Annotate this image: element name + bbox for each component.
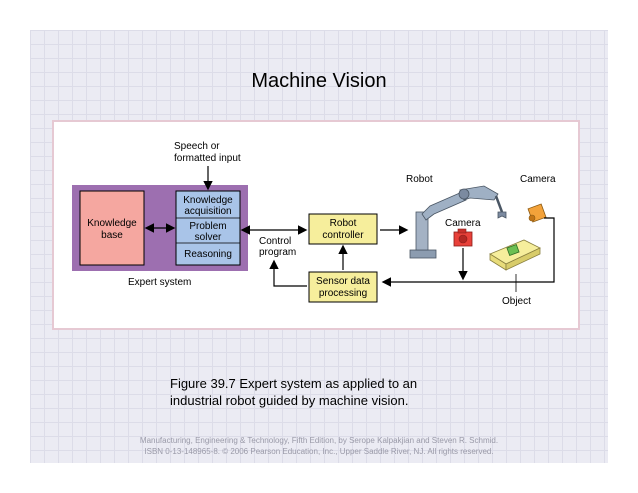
- robot-label: Robot: [406, 174, 433, 185]
- robot-controller-label-2: controller: [322, 230, 364, 241]
- solver-box: [175, 190, 241, 266]
- camera-mid-label: Camera: [445, 218, 481, 229]
- expert-system-label: Expert system: [128, 277, 191, 288]
- footer-line-1: Manufacturing, Engineering & Technology,…: [139, 436, 499, 445]
- control-program-label-1: Control: [259, 236, 291, 247]
- knowledge-base-box: [79, 190, 145, 266]
- sensor-feedback-arrow: [269, 259, 307, 287]
- sensor-data-box: [308, 271, 378, 303]
- slide-title: Machine Vision: [251, 70, 387, 92]
- problem-solver-label-2: solver: [195, 232, 222, 243]
- camera-top-label: Camera: [520, 174, 556, 185]
- speech-input-label-2: formatted input: [174, 153, 241, 164]
- camera-top-icon: [527, 203, 547, 223]
- footer-line-2: ISBN 0-13-148965-8. © 2006 Pearson Educa…: [144, 447, 494, 456]
- sensor-data-label-2: processing: [319, 288, 367, 299]
- object-icon: [489, 239, 541, 271]
- knowledge-base-label-1: Knowledge: [87, 218, 137, 229]
- reasoning-label: Reasoning: [184, 249, 232, 260]
- control-program-label-2: program: [259, 247, 296, 258]
- figure-caption: Figure 39.7 Expert system as applied to …: [170, 375, 470, 409]
- camera-top-feedback-arrow: [381, 217, 555, 287]
- knowledge-acquisition-label-2: acquisition: [184, 206, 231, 217]
- object-label: Object: [502, 296, 531, 307]
- robot-controller-label-1: Robot: [330, 218, 357, 229]
- speech-input-label-1: Speech or: [174, 141, 220, 152]
- problem-solver-label-1: Problem: [189, 221, 226, 232]
- sensor-data-label-1: Sensor data: [316, 276, 370, 287]
- knowledge-acquisition-label-1: Knowledge: [183, 195, 233, 206]
- caption-line-1: Figure 39.7 Expert system as applied to …: [170, 376, 418, 391]
- camera-mid-icon: [453, 228, 473, 247]
- robot-controller-box: [308, 213, 378, 245]
- robot-icon: [409, 185, 507, 259]
- expert-system-diagram: Knowledge base Knowledge acquisition Pro…: [72, 141, 556, 307]
- copyright-footer: Manufacturing, Engineering & Technology,…: [30, 435, 608, 457]
- knowledge-base-label-2: base: [101, 230, 123, 241]
- caption-line-2: industrial robot guided by machine visio…: [170, 393, 409, 408]
- figure-panel: Knowledge base Knowledge acquisition Pro…: [52, 120, 580, 330]
